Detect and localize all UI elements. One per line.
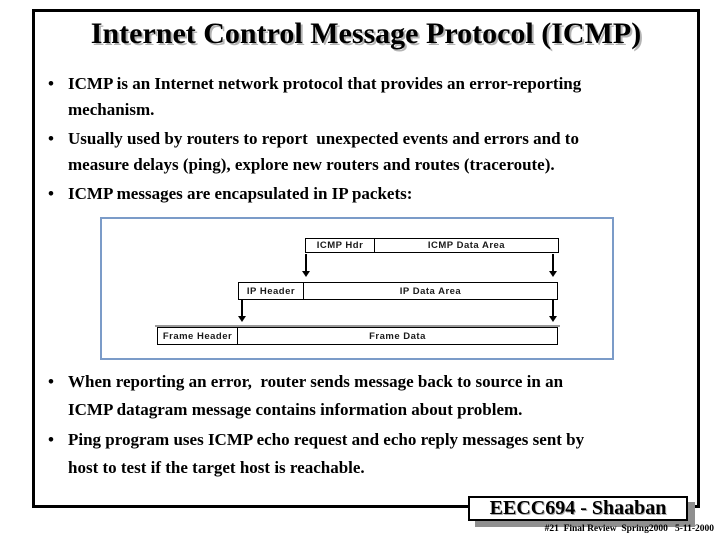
bullet-text-line: Ping program uses ICMP echo request and … [68, 430, 585, 449]
ip-header-cell: IP Header [238, 282, 304, 300]
down-arrow-icon [549, 254, 557, 277]
bullet-item: • Usually used by routers to report unex… [46, 126, 696, 178]
bullet-item: • Ping program uses ICMP echo request an… [46, 426, 696, 482]
frame-header-cell: Frame Header [157, 327, 238, 345]
bullet-marker: • [48, 184, 54, 203]
footer-course-label: EECC694 - Shaaban [489, 497, 667, 519]
slide-title: Internet Control Message Protocol (ICMP) [90, 17, 642, 50]
bullet-text-line: Usually used by routers to report unexpe… [68, 129, 579, 148]
ip-packet-row: IP Header IP Data Area [238, 282, 558, 300]
bullet-list-bottom: • When reporting an error, router sends … [46, 368, 696, 484]
icmp-message-row: ICMP Hdr ICMP Data Area [305, 238, 559, 253]
icmp-data-cell: ICMP Data Area [375, 238, 559, 253]
bullet-item: • ICMP messages are encapsulated in IP p… [46, 181, 696, 207]
bullet-marker: • [48, 129, 54, 148]
bullet-text-line: ICMP is an Internet network protocol tha… [68, 74, 582, 93]
frame-row-shadow [155, 325, 560, 327]
frame-data-cell: Frame Data [238, 327, 558, 345]
bullet-text-line: host to test if the target host is reach… [68, 458, 365, 477]
icmp-hdr-cell: ICMP Hdr [305, 238, 375, 253]
bullet-marker: • [48, 372, 54, 391]
bullet-item: • ICMP is an Internet network protocol t… [46, 71, 696, 123]
slide-frame-border [32, 9, 700, 508]
bullet-text-line: measure delays (ping), explore new route… [68, 155, 555, 174]
icmp-encapsulation-diagram: ICMP Hdr ICMP Data Area IP Header IP Dat… [100, 217, 614, 360]
footer-meta-text: #21 Final Review Spring2000 5-11-2000 [544, 524, 714, 534]
ip-data-cell: IP Data Area [304, 282, 558, 300]
down-arrow-icon [302, 254, 310, 277]
bullet-text-line: ICMP messages are encapsulated in IP pac… [68, 184, 413, 203]
bullet-marker: • [48, 430, 54, 449]
bullet-item: • When reporting an error, router sends … [46, 368, 696, 424]
frame-row: Frame Header Frame Data [157, 327, 558, 345]
bullet-text-line: mechanism. [68, 100, 155, 119]
down-arrow-icon [549, 300, 557, 322]
footer-course-box: EECC694 - Shaaban [468, 496, 688, 521]
bullet-text-line: When reporting an error, router sends me… [68, 372, 564, 391]
bullet-marker: • [48, 74, 54, 93]
down-arrow-icon [238, 300, 246, 322]
bullet-list-top: • ICMP is an Internet network protocol t… [46, 71, 696, 210]
bullet-text-line: ICMP datagram message contains informati… [68, 400, 523, 419]
